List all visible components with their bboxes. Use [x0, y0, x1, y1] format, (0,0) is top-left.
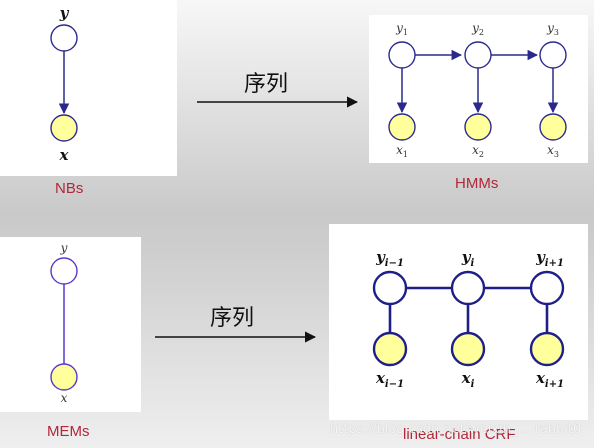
hmms-observation-node — [464, 113, 492, 141]
crf-state-label: yi+1 — [535, 248, 564, 269]
mems-label-x: x — [61, 391, 68, 405]
nbs-label-x: x — [59, 146, 70, 164]
hmms-observation-label: x1 — [396, 143, 408, 159]
crf-state-label: yi — [461, 248, 475, 269]
crf-observation-node — [450, 331, 486, 367]
crf-panel — [329, 224, 588, 420]
hmms-caption: HMMs — [455, 175, 499, 192]
crf-observation-node — [529, 331, 565, 367]
mems-label-y: y — [60, 241, 68, 255]
nbs-node-y — [50, 24, 78, 52]
mems-node-x — [50, 363, 78, 391]
crf-state-label: yi−1 — [375, 248, 404, 269]
mems-graph: y x — [50, 241, 78, 405]
nbs-label-y: y — [59, 4, 70, 22]
nbs-node-x — [50, 114, 78, 142]
hmms-state-node — [539, 41, 567, 69]
hmms-state-node — [464, 41, 492, 69]
crf-state-node — [529, 270, 565, 306]
watermark: https://blog.csdn.net/weixin_… rabbit0 — [330, 422, 582, 437]
mems-node-y — [50, 257, 78, 285]
crf-observation-label: xi+1 — [535, 369, 564, 390]
sequence-label-bottom: 序列 — [210, 306, 255, 331]
hmms-state-label: y2 — [471, 21, 484, 37]
sequence-label-top: 序列 — [244, 72, 289, 97]
hmms-state-label: y1 — [395, 21, 408, 37]
hmms-state-node — [388, 41, 416, 69]
crf-caption: linear-chain CRF — [403, 426, 516, 443]
nbs-graph: y x — [50, 4, 78, 164]
crf-graph: yi−1 yi yi+1 xi−1 xi xi+1 — [372, 248, 565, 390]
crf-state-node — [450, 270, 486, 306]
crf-observation-node — [372, 331, 408, 367]
hmms-state-label: y3 — [546, 21, 559, 37]
hmms-observation-node — [539, 113, 567, 141]
hmms-observation-node — [388, 113, 416, 141]
crf-state-node — [372, 270, 408, 306]
nbs-caption: NBs — [55, 180, 84, 197]
crf-observation-label: xi — [461, 369, 475, 390]
hmms-graph: y1 y2 y3 x1 x2 x3 — [388, 21, 567, 159]
hmms-observation-label: x3 — [547, 143, 559, 159]
mems-caption: MEMs — [47, 423, 90, 440]
crf-observation-label: xi−1 — [375, 369, 404, 390]
hmms-observation-label: x2 — [472, 143, 484, 159]
nbs-panel — [0, 0, 177, 176]
